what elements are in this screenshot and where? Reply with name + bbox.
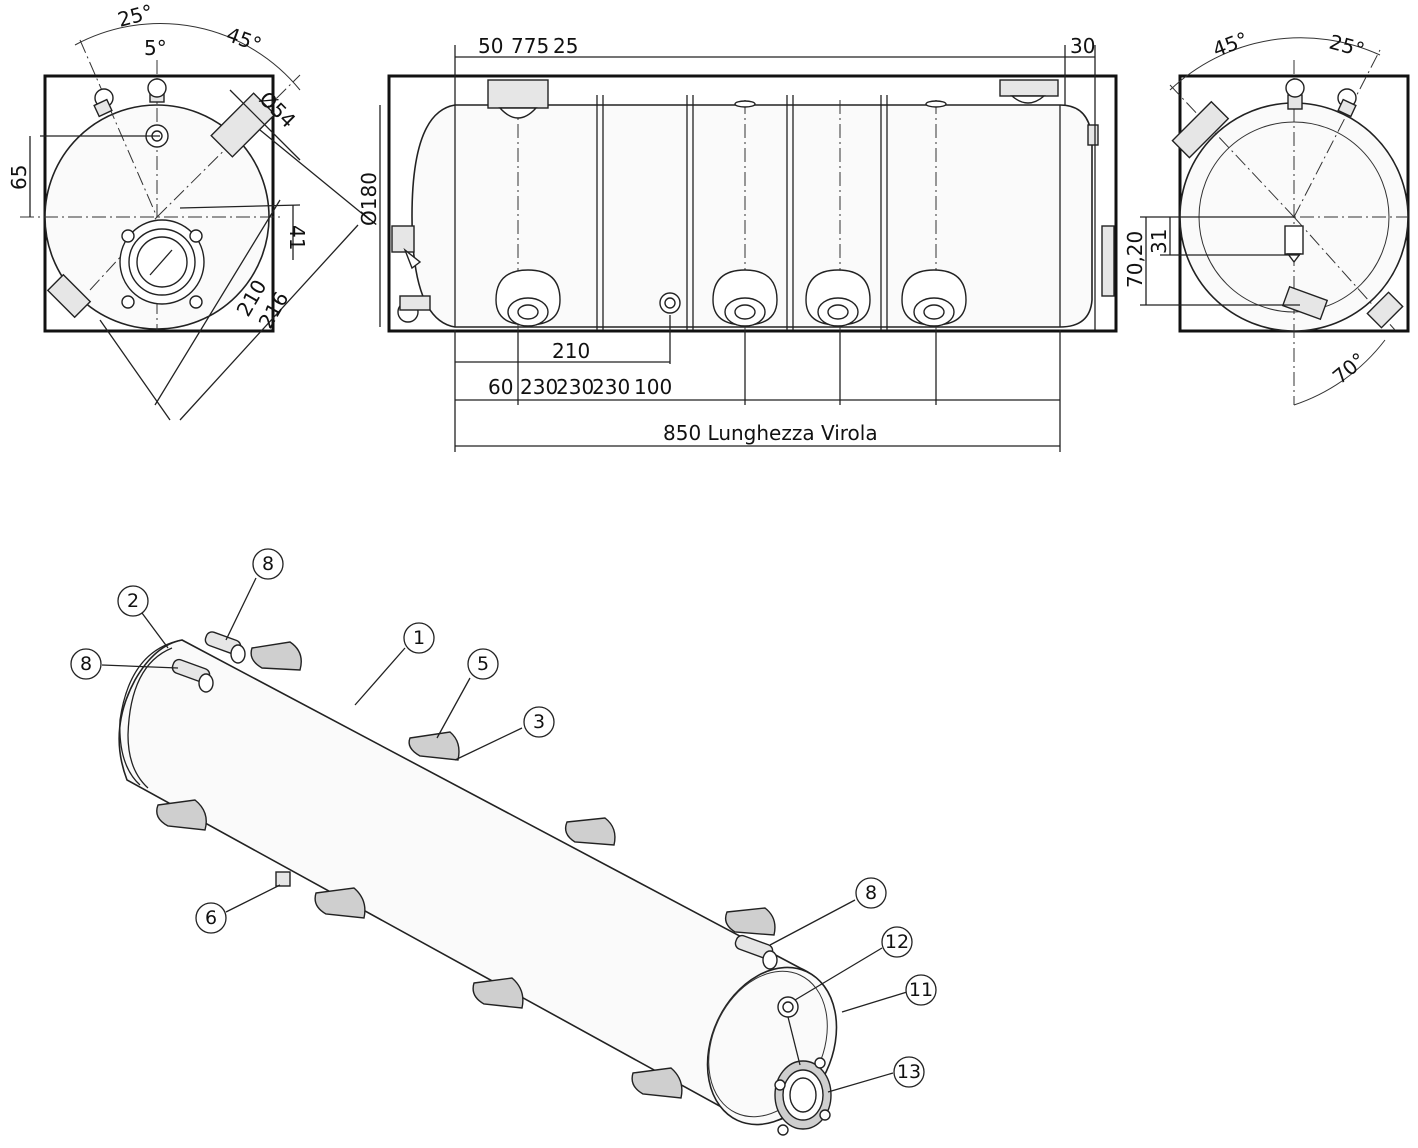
svg-text:6: 6 <box>205 907 217 929</box>
front-view: 50 775 25 30 Ø180 210 60 230 230 230 100… <box>357 34 1118 452</box>
right-end-flange <box>1101 225 1115 297</box>
length-label: 850 Lunghezza Virola <box>663 421 878 445</box>
bottom-bosses <box>495 269 967 327</box>
isometric-view <box>101 577 908 1136</box>
front-view-frame <box>387 74 1118 333</box>
dim-25: 25 <box>553 34 578 58</box>
angle-25: 25° <box>115 0 155 32</box>
svg-text:13: 13 <box>897 1061 921 1083</box>
iso-bosses <box>156 641 776 1099</box>
callout-1: 1 <box>403 622 435 654</box>
dim-d180: Ø180 <box>357 172 381 226</box>
callout-8-left: 8 <box>70 648 102 680</box>
dim-775: 775 <box>511 34 549 58</box>
left-top-nozzle <box>147 78 167 98</box>
callout-11: 11 <box>905 974 937 1006</box>
angle-45-right: 45° <box>1210 27 1252 62</box>
dim-230-a: 230 <box>520 375 558 399</box>
dim-31: 31 <box>1147 229 1171 254</box>
dim-41: 41 <box>285 225 309 250</box>
dim-65: 65 <box>7 165 31 190</box>
dim-230-b: 230 <box>556 375 594 399</box>
angle-25-right: 25° <box>1327 30 1367 62</box>
dim-50: 50 <box>478 34 503 58</box>
svg-text:12: 12 <box>885 931 909 953</box>
left-side-nozzle <box>210 92 276 158</box>
callout-6: 6 <box>195 902 227 934</box>
callout-5: 5 <box>467 648 499 680</box>
svg-text:3: 3 <box>533 711 545 733</box>
callouts: 1 2 3 5 6 8 8 8 <box>70 548 937 1088</box>
left-flange <box>119 219 205 309</box>
svg-text:2: 2 <box>127 590 139 612</box>
angle-45: 45° <box>223 22 265 57</box>
right-end-view: 45° 25° 70° 70,20 31 <box>1123 27 1410 406</box>
top-boss-left <box>487 79 549 109</box>
dim-30: 30 <box>1070 34 1095 58</box>
dim-60: 60 <box>488 375 513 399</box>
svg-text:11: 11 <box>909 979 933 1001</box>
dim-210-front: 210 <box>552 339 590 363</box>
callout-2: 2 <box>117 585 149 617</box>
callout-8-top: 8 <box>252 548 284 580</box>
dim-70-20: 70,20 <box>1123 231 1147 288</box>
right-top-nozzle <box>1285 78 1305 98</box>
iso-nozzles-top <box>171 631 778 970</box>
left-end-view: 25° 5° 45° 65 Ø54 41 210 216 <box>7 0 371 421</box>
right-center-fitting <box>1284 225 1304 255</box>
dim-230-c: 230 <box>592 375 630 399</box>
svg-text:8: 8 <box>80 653 92 675</box>
svg-text:8: 8 <box>262 553 274 575</box>
callout-3: 3 <box>523 706 555 738</box>
svg-text:5: 5 <box>477 653 489 675</box>
left-view-frame <box>43 74 275 333</box>
callout-8-right: 8 <box>855 877 887 909</box>
dim-100: 100 <box>634 375 672 399</box>
iso-flange-13 <box>774 1057 832 1136</box>
svg-text:8: 8 <box>865 882 877 904</box>
callout-13: 13 <box>893 1056 925 1088</box>
angle-70-right: 70° <box>1328 348 1371 389</box>
angle-5: 5° <box>144 36 167 60</box>
svg-text:1: 1 <box>413 627 425 649</box>
callout-12: 12 <box>881 926 913 958</box>
